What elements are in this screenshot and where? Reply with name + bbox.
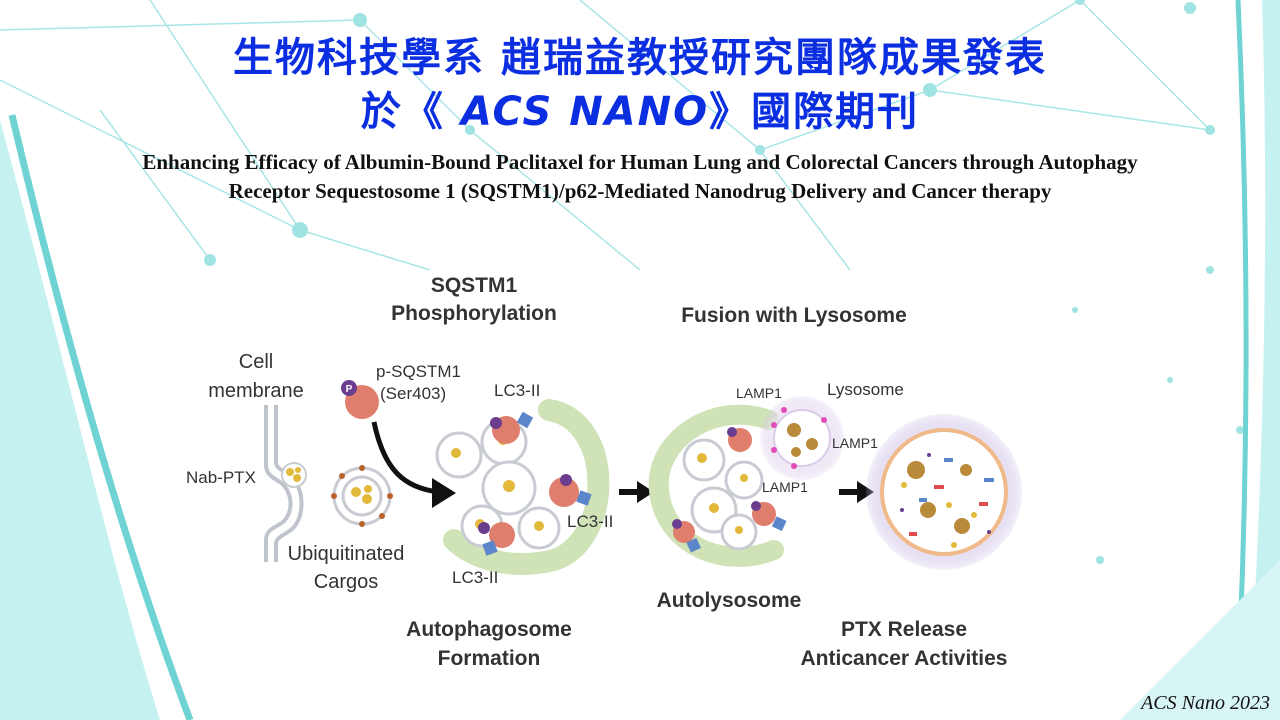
label-sqstm1: SQSTM1 — [431, 274, 518, 297]
cell-membrane-shape — [264, 405, 304, 562]
citation: ACS Nano 2023 — [1141, 692, 1270, 714]
mechanism-diagram-svg: P — [186, 274, 1022, 670]
label-ptx-release: PTX Release — [841, 618, 967, 641]
arrow-to-autolysosome — [619, 481, 654, 503]
label-autophagosome: Autophagosome — [406, 618, 572, 641]
label-cell: Cell — [239, 351, 273, 373]
p-sqstm1-protein — [341, 380, 379, 419]
curved-arrow-head — [432, 478, 456, 508]
headline-suffix: 》國際期刊 — [709, 89, 920, 135]
label-lc3-ii-right: LC3-II — [567, 512, 613, 531]
label-nab-ptx: Nab-PTX — [186, 468, 256, 487]
label-lamp1-mid: LAMP1 — [762, 479, 808, 495]
headline-line-1: 生物科技學系 趙瑞益教授研究團隊成果發表 — [233, 35, 1047, 81]
ubiquitinated-cargo — [331, 465, 393, 527]
mechanism-diagram: P — [184, 270, 1034, 670]
paper-title-line-2: Receptor Sequestosome 1 (SQSTM1)/p62-Med… — [228, 179, 1052, 203]
paper-title: Enhancing Efficacy of Albumin-Bound Pacl… — [0, 148, 1280, 206]
autolysosome — [648, 404, 787, 567]
label-membrane: membrane — [208, 380, 304, 402]
phospho-marker: P — [346, 384, 353, 395]
headline-line-2: 於《 ACS NANO》國際期刊 — [0, 88, 1280, 136]
label-cargos: Cargos — [314, 571, 378, 593]
label-fusion-with-lysosome: Fusion with Lysosome — [681, 304, 907, 327]
label-lamp1-top: LAMP1 — [736, 385, 782, 401]
label-ser403: (Ser403) — [380, 384, 446, 403]
label-autolysosome: Autolysosome — [657, 589, 802, 612]
label-lc3-ii-top: LC3-II — [494, 381, 540, 400]
nab-ptx-vesicle — [281, 462, 307, 488]
paper-title-line-1: Enhancing Efficacy of Albumin-Bound Pacl… — [142, 150, 1138, 174]
curved-arrow — [371, 421, 440, 495]
label-lysosome: Lysosome — [827, 380, 904, 399]
label-anticancer-activities: Anticancer Activities — [801, 647, 1008, 670]
lysosome — [760, 396, 844, 480]
headline-prefix: 於《 — [360, 89, 461, 135]
label-formation: Formation — [438, 647, 541, 670]
label-lc3-ii-bottom: LC3-II — [452, 568, 498, 587]
arrow-to-release — [839, 481, 874, 503]
label-p-sqstm1: p-SQSTM1 — [376, 362, 461, 381]
label-phosphorylation: Phosphorylation — [391, 302, 557, 325]
journal-name: ACS NANO — [460, 89, 710, 135]
label-ubiquitinated: Ubiquitinated — [288, 543, 405, 565]
label-lamp1-right: LAMP1 — [832, 435, 878, 451]
autophagosome — [435, 399, 610, 575]
ptx-release-vesicle — [866, 414, 1022, 570]
